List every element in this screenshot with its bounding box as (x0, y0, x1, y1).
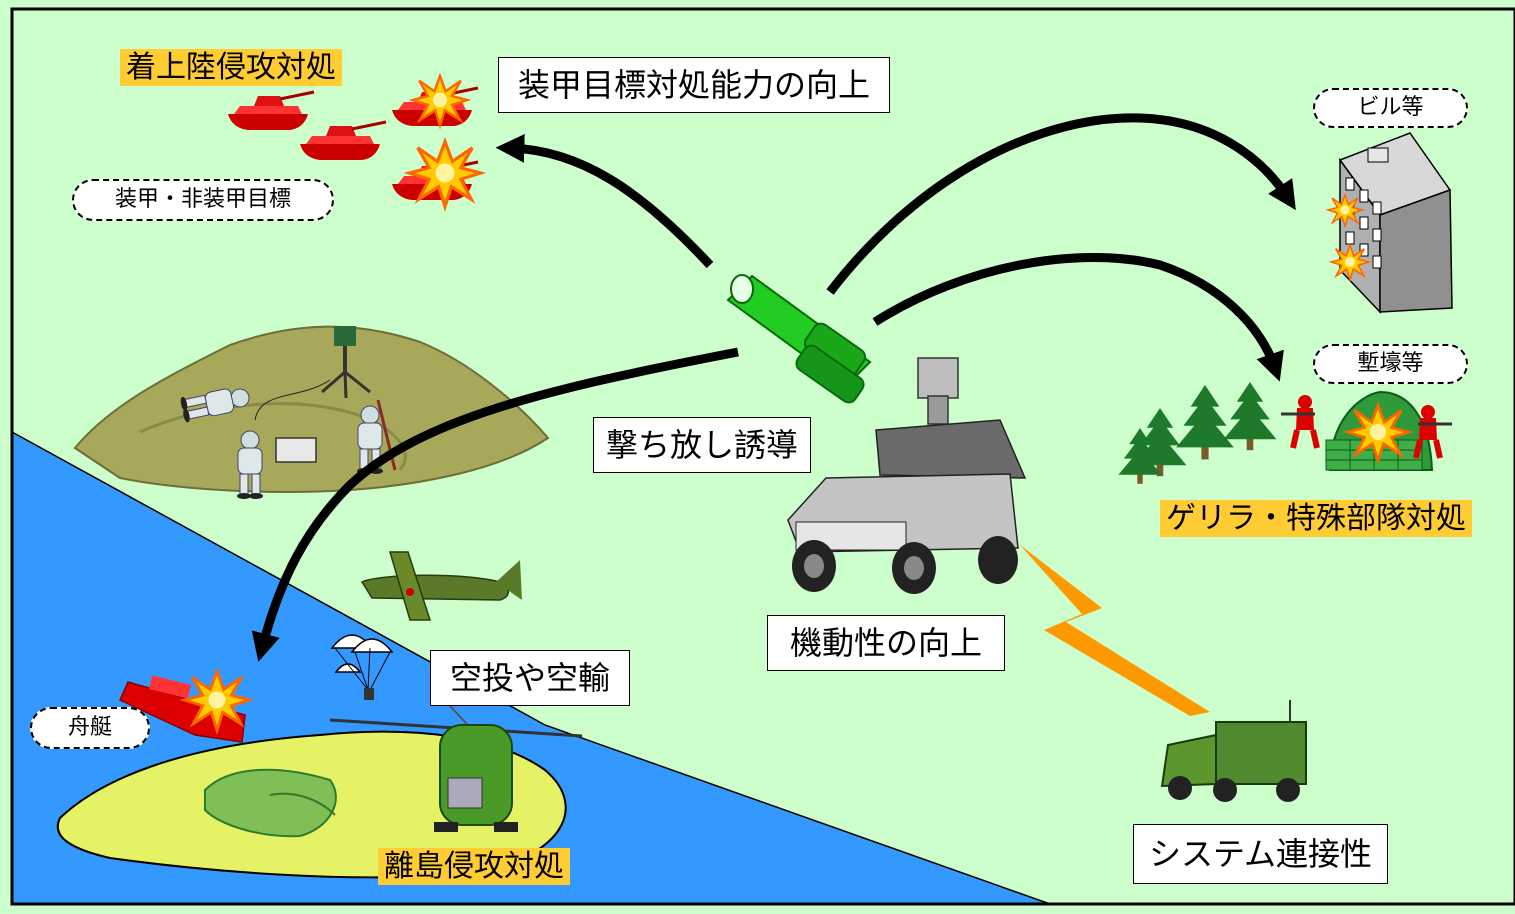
label-system: システム連接性 (1133, 824, 1388, 884)
command-vehicle-icon (1160, 700, 1307, 802)
aircraft-icon (360, 551, 522, 621)
trench-icon (1325, 390, 1434, 471)
arrows (251, 113, 1296, 662)
label-fire-and-forget: 撃ち放し誘導 (593, 417, 811, 473)
launcher-tripod-icon (321, 326, 371, 399)
label-armored-targets: 装甲・非装甲目標 (72, 179, 334, 221)
boat-icon (119, 670, 251, 743)
building-icon (1327, 132, 1453, 314)
label-island: 離島侵攻対処 (378, 848, 570, 885)
label-airdrop: 空投や空輸 (430, 650, 630, 706)
hill (73, 325, 550, 493)
humvee-icon (787, 357, 1027, 594)
label-guerrilla: ゲリラ・特殊部隊対処 (1160, 500, 1472, 537)
missile-launcher-icon (726, 274, 872, 404)
label-boats: 舟艇 (30, 707, 150, 749)
label-mobility: 機動性の向上 (767, 615, 1005, 671)
label-armor-improvement: 装甲目標対処能力の向上 (498, 57, 890, 113)
parachute-icon (330, 634, 394, 700)
lightning-icon (1020, 545, 1210, 716)
label-trench: 塹壕等 (1313, 344, 1468, 384)
helicopter-icon (329, 694, 583, 832)
label-amphibious: 着上陸侵攻対処 (120, 49, 342, 86)
label-building: ビル等 (1313, 88, 1468, 128)
